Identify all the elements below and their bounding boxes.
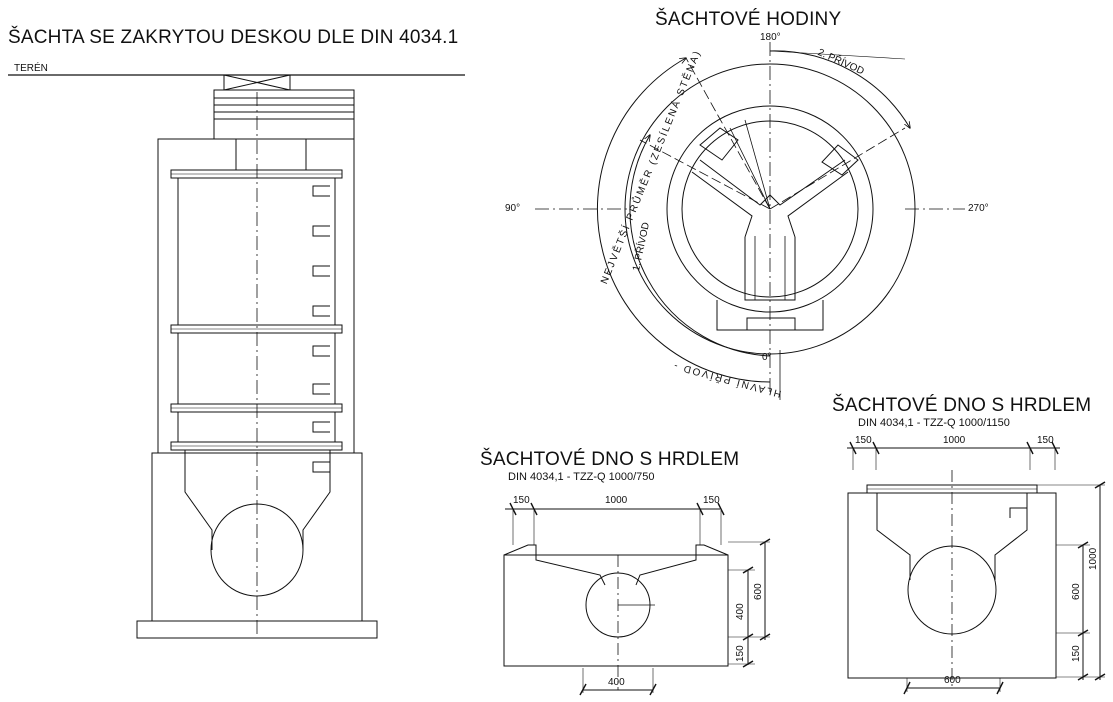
angle-270-label: 270° bbox=[968, 203, 989, 214]
dim-1150-top-right: 150 bbox=[1037, 435, 1054, 446]
dim-750-top-left: 150 bbox=[513, 495, 530, 506]
main-section-drawing bbox=[8, 74, 465, 639]
clock-title: ŠACHTOVÉ HODINY bbox=[655, 9, 842, 30]
dim-750-right-bottom: 150 bbox=[735, 645, 746, 662]
bottom-750-title: ŠACHTOVÉ DNO S HRDLEM bbox=[480, 449, 740, 470]
angle-90-label: 90° bbox=[505, 203, 521, 214]
dim-1150-bottom: 600 bbox=[944, 675, 961, 686]
dim-1150-top-mid: 1000 bbox=[943, 435, 966, 446]
bottom-1150-title: ŠACHTOVÉ DNO S HRDLEM bbox=[832, 395, 1092, 416]
dim-1150-right-inner: 600 bbox=[1071, 583, 1082, 600]
angle-180-label: 180° bbox=[760, 32, 781, 43]
ground-label: TERÉN bbox=[14, 63, 48, 74]
dim-750-bottom: 400 bbox=[608, 677, 625, 688]
dim-750-right-inner: 400 bbox=[735, 603, 746, 620]
dim-750-top-mid: 1000 bbox=[605, 495, 628, 506]
dim-750-right-outer: 600 bbox=[753, 583, 764, 600]
bottom-750-subtitle: DIN 4034,1 - TZZ-Q 1000/750 bbox=[508, 471, 655, 483]
dim-1150-top-left: 150 bbox=[855, 435, 872, 446]
dim-750-top-right: 150 bbox=[703, 495, 720, 506]
angle-0-label: 0° bbox=[762, 352, 772, 363]
dim-1150-right-outer: 1000 bbox=[1088, 547, 1099, 570]
bottom-750-drawing bbox=[503, 502, 771, 696]
dim-1150-right-bottom: 150 bbox=[1071, 645, 1082, 662]
bottom-1150-drawing bbox=[847, 441, 1106, 695]
main-section-title: ŠACHTA SE ZAKRYTOU DESKOU DLE DIN 4034.1 bbox=[8, 27, 459, 48]
clock-drawing bbox=[535, 42, 965, 400]
adjust-ring bbox=[213, 89, 355, 99]
bottom-1150-subtitle: DIN 4034,1 - TZZ-Q 1000/1150 bbox=[858, 417, 1010, 429]
